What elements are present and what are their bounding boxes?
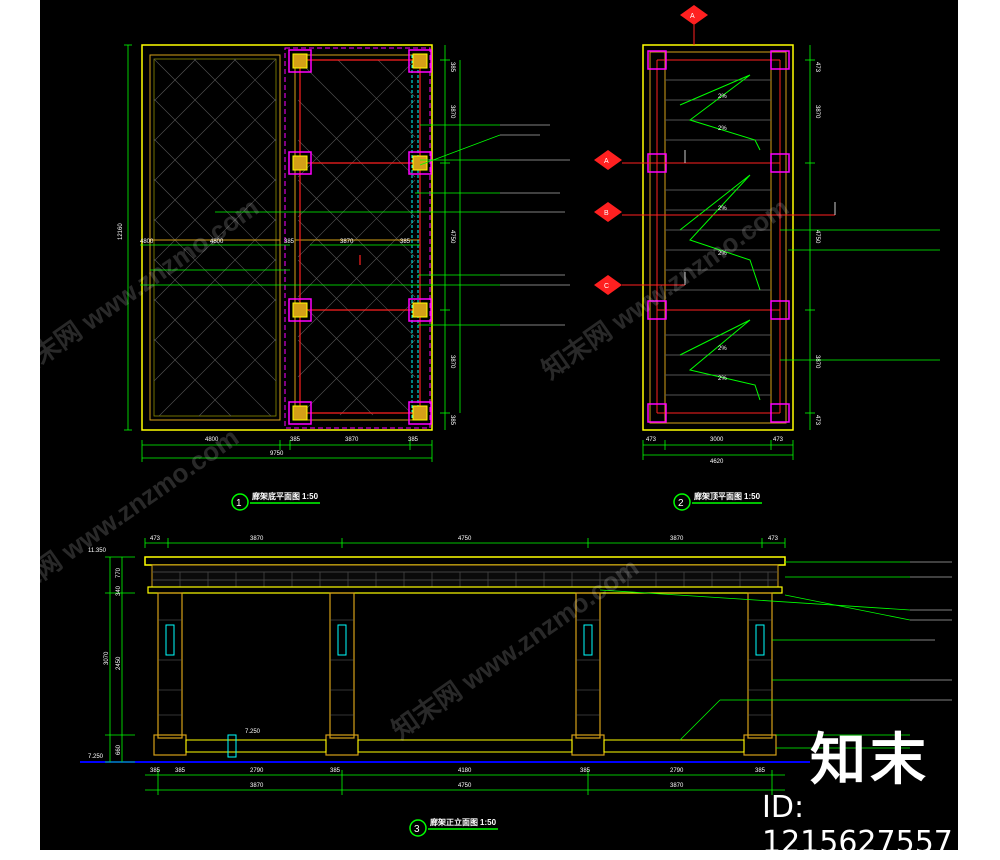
view-title-text: 廊架底平面图: [252, 491, 300, 501]
plan1-dim-bottom-part: 4800: [205, 437, 219, 443]
view-number: 1: [236, 498, 242, 509]
slope-label: 2%: [718, 94, 727, 100]
plan1-dim-bottom-part: 3870: [345, 437, 359, 443]
cad-canvas: 9750 4800 385 3870 385 12160 4800 4800 3…: [0, 5, 952, 837]
elev-dim-left: 3070: [104, 651, 110, 665]
elev-level: 11.350: [88, 548, 107, 554]
slope-label: 2%: [718, 126, 727, 132]
elev-dim-bottom: 385: [150, 768, 161, 774]
elev-dim-top: 4750: [458, 536, 472, 542]
plan2-dim-part: 473: [646, 437, 657, 443]
elev-dim-top: 473: [768, 536, 779, 542]
elev-dim-top: 473: [150, 536, 161, 542]
section-tag: B: [594, 202, 836, 222]
elev-dim-left: 770: [116, 567, 122, 578]
view-number: 2: [678, 498, 684, 509]
plan1-dim-bottom-part: 385: [290, 437, 301, 443]
view-title-3: 3 廊架正立面图 1:50: [409, 817, 498, 837]
svg-text:A: A: [604, 158, 609, 165]
plan1-dim-right: 385: [449, 62, 455, 73]
elev-dim-top: 3870: [250, 536, 264, 542]
plan1-dim-right: 385: [449, 415, 455, 426]
elev-dim-left: 660: [116, 744, 122, 755]
svg-text:A: A: [690, 13, 695, 20]
elev-dim-bottom: 385: [755, 768, 766, 774]
watermark: 知末网 www.znzmo.com: [40, 192, 264, 385]
elev-dim-bottom: 385: [580, 768, 591, 774]
view-title-text: 廊架顶平面图: [694, 491, 742, 501]
plan-1-bottom-plan: 9750 4800 385 3870 385 12160 4800 4800 3…: [118, 44, 570, 511]
svg-text:C: C: [604, 283, 609, 290]
elev-dim-left: 2450: [116, 656, 122, 670]
section-tag: A: [594, 150, 686, 170]
svg-text:B: B: [604, 210, 609, 217]
elev-dim-bottom: 4180: [458, 768, 472, 774]
section-tag: C: [594, 272, 686, 295]
view-title-text: 廊架正立面图: [430, 817, 478, 827]
plan1-dim-mid: 4800: [140, 239, 154, 245]
elev-dim-total: 4750: [458, 783, 472, 789]
slope-label: 2%: [718, 251, 727, 257]
slope-label: 2%: [718, 206, 727, 212]
plan2-dim-right: 473: [814, 62, 820, 73]
plan-1-columns: [288, 49, 432, 425]
plan1-dim-mid: 385: [400, 239, 411, 245]
plan2-dim-right: 3870: [814, 355, 820, 369]
plan1-dim-right: 4750: [449, 230, 455, 244]
elev-dim-bottom: 385: [330, 768, 341, 774]
elev-dim-left: 340: [116, 585, 122, 596]
elev-dim-bottom: 2790: [670, 768, 684, 774]
plan2-dim-part: 3000: [710, 437, 724, 443]
elev-dim-bottom: 385: [175, 768, 186, 774]
slope-label: 2%: [718, 376, 727, 382]
plan1-dim-right: 3870: [449, 105, 455, 119]
view-title-1: 1 廊架底平面图 1:50: [231, 491, 320, 511]
plan1-dim-mid: 4800: [210, 239, 224, 245]
view-scale: 1:50: [302, 492, 319, 501]
brand-logo-text: 知末: [810, 728, 930, 793]
plan2-dim-right: 473: [814, 415, 820, 426]
slope-label: 2%: [718, 346, 727, 352]
view-number: 3: [414, 824, 420, 835]
plan2-dim-right: 4750: [814, 230, 820, 244]
cad-sheet: 9750 4800 385 3870 385 12160 4800 4800 3…: [0, 0, 958, 850]
elev-level-mid: 7.250: [245, 729, 261, 735]
elev-dim-bottom: 2790: [250, 768, 264, 774]
plan1-dim-right: 3870: [449, 355, 455, 369]
plan2-dim-part: 473: [773, 437, 784, 443]
plan1-dim-bottom-part: 385: [408, 437, 419, 443]
plan1-dim-mid: 3870: [340, 239, 354, 245]
section-tag: A: [680, 5, 708, 45]
elev-dim-total: 3870: [250, 783, 264, 789]
elev-level: 7.250: [88, 754, 104, 760]
plan1-dim-mid: 385: [284, 239, 295, 245]
view-scale: 1:50: [480, 818, 497, 827]
elevation-columns: [153, 592, 777, 756]
view-scale: 1:50: [744, 492, 761, 501]
elev-dim-total: 3870: [670, 783, 684, 789]
plan1-dim-bottom-total: 9750: [270, 451, 284, 457]
plan1-dim-left-total: 12160: [118, 223, 124, 240]
plan2-dim-total: 4620: [710, 459, 724, 465]
plan2-dim-right: 3870: [814, 105, 820, 119]
elevation-3-front: 473 3870 4750 3870 473 385 385 2790 385 …: [80, 536, 952, 837]
plan-2-top-plan: 2% 2% 2% 2% 2% 2%: [594, 5, 940, 511]
view-title-2: 2 廊架顶平面图 1:50: [673, 491, 762, 511]
watermark-layer: 知末网 www.znzmo.com 知末网 www.znzmo.com 知末网 …: [0, 192, 794, 745]
elev-dim-top: 3870: [670, 536, 684, 542]
